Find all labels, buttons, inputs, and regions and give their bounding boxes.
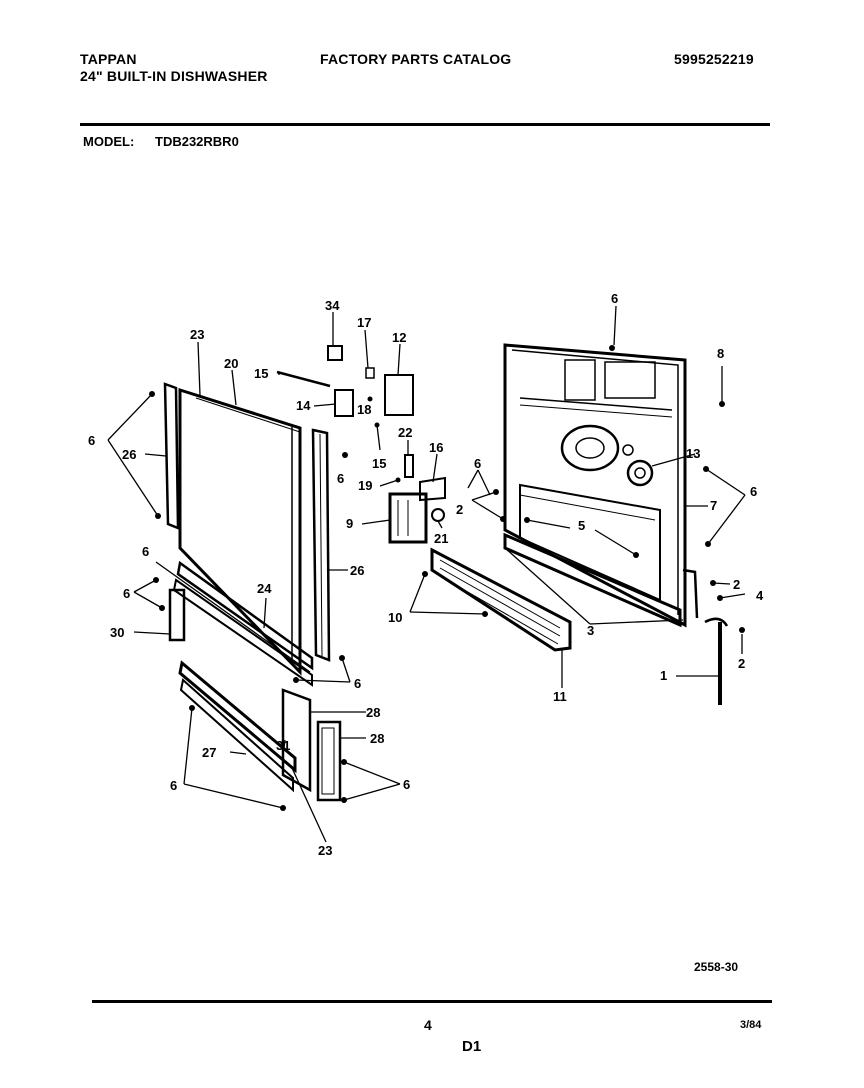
section-code: D1 [462, 1038, 482, 1055]
callout-6: 6 [142, 544, 149, 559]
callout-15: 15 [254, 366, 268, 381]
callout-6: 6 [88, 433, 95, 448]
callout-1: 1 [660, 668, 667, 683]
header-rule [80, 123, 770, 126]
callout-10: 10 [388, 610, 402, 625]
model-label: MODEL: [83, 134, 135, 149]
callout-8: 8 [717, 346, 724, 361]
callout-24: 23 [318, 843, 332, 858]
revision-date: 3/84 [740, 1019, 762, 1031]
appliance-type: 24" BUILT-IN DISHWASHER [80, 68, 268, 84]
callout-19: 19 [358, 478, 372, 493]
callout-14: 14 [296, 398, 311, 413]
callout-17: 17 [357, 315, 371, 330]
callout-29: 28 [370, 731, 384, 746]
callout-23: 22 [398, 425, 412, 440]
callout-31: 31 [276, 738, 290, 753]
drawing-number: 2558-30 [694, 960, 739, 974]
callout-11: 11 [553, 689, 567, 704]
page-number: 4 [424, 1017, 432, 1033]
callout-6: 6 [611, 291, 618, 306]
callout-9: 9 [346, 516, 353, 531]
callout-6: 6 [337, 471, 344, 486]
callout-27: 24 [257, 581, 272, 596]
callout-2: 2 [738, 656, 745, 671]
catalog-title: FACTORY PARTS CATALOG [320, 51, 512, 67]
callout-15: 15 [372, 456, 386, 471]
callout-18: 18 [357, 402, 371, 417]
callout-5: 5 [578, 518, 585, 533]
callout-6: 6 [474, 456, 481, 471]
callout-20: 20 [224, 356, 238, 371]
callout-6: 6 [123, 586, 130, 601]
callout-26: 26 [350, 563, 364, 578]
callout-21: 28 [366, 705, 380, 720]
callout-6: 6 [403, 777, 410, 792]
callout-30: 30 [110, 625, 124, 640]
callout-22: 21 [434, 531, 448, 546]
brand-name: TAPPAN [80, 51, 137, 67]
callout-7: 7 [710, 498, 717, 513]
callout-26: 26 [122, 447, 136, 462]
callout-6: 6 [354, 676, 361, 691]
callout-24: 23 [190, 327, 204, 342]
callout-34: 34 [325, 298, 340, 313]
footer-rule [92, 1000, 772, 1003]
callout-3: 3 [587, 623, 594, 638]
callout-16: 16 [429, 440, 443, 455]
callout-28: 27 [202, 745, 216, 760]
callout-13: 13 [686, 446, 700, 461]
callout-6: 6 [750, 484, 757, 499]
catalog-number: 5995252219 [674, 51, 754, 67]
model-number: TDB232RBR0 [155, 134, 239, 149]
callout-6: 6 [170, 778, 177, 793]
callout-2: 2 [733, 577, 740, 592]
callout-4: 4 [756, 588, 764, 603]
callout-12: 12 [392, 330, 406, 345]
callout-2: 2 [456, 502, 463, 517]
